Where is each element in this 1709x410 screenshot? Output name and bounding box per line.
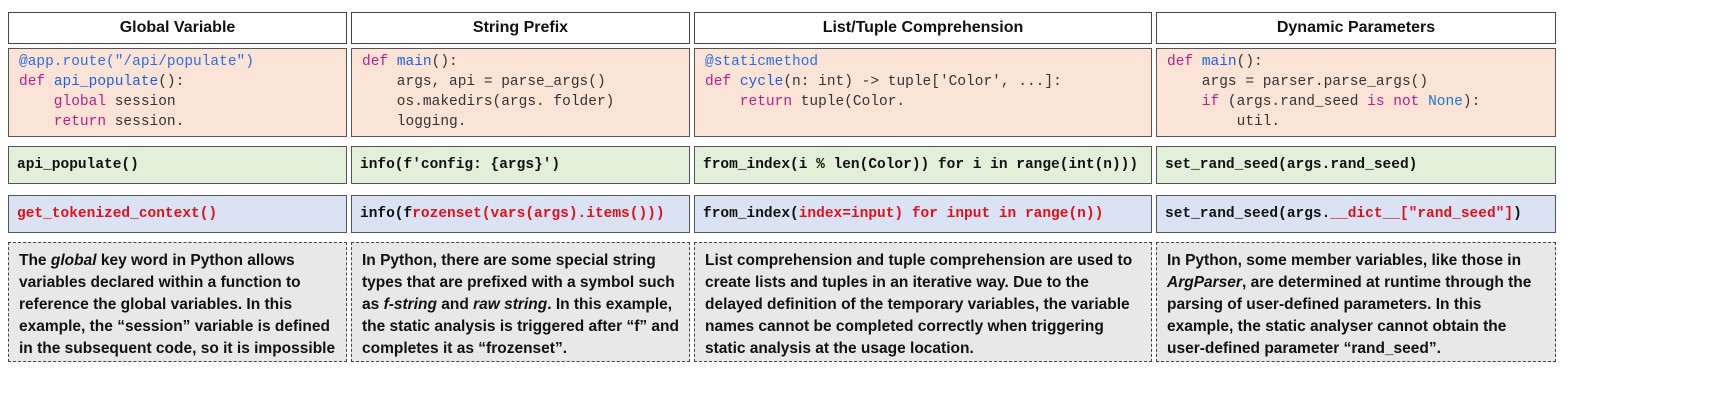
code-token: main: [396, 54, 432, 70]
emphasized-term: ArgParser: [1167, 274, 1242, 291]
column-dynamic-parameters: Dynamic Parameters def main(): args = pa…: [1156, 12, 1556, 362]
code-line: return session.: [19, 112, 336, 132]
code-token: return: [19, 114, 115, 130]
description-text: In Python, some member variables, like t…: [1167, 252, 1522, 269]
description: In Python, there are some special string…: [351, 242, 690, 362]
description: The global key word in Python allows var…: [8, 242, 347, 362]
code-token: os.makedirs(args. folder): [362, 94, 615, 110]
code-token: def: [1167, 54, 1202, 70]
code-token: args, api = parse_args(): [362, 74, 606, 90]
emphasized-term: raw string: [473, 296, 548, 313]
ground-truth-completion: set_rand_seed(args.rand_seed): [1156, 146, 1556, 184]
code-token: ():: [1236, 54, 1263, 70]
emphasized-term: f-string: [383, 296, 437, 313]
code-token: ):: [1462, 94, 1481, 110]
correct-token: ): [1513, 206, 1522, 222]
code-token: def: [362, 54, 397, 70]
column-header: String Prefix: [351, 12, 690, 44]
ground-truth-completion: api_populate(): [8, 146, 347, 184]
code-token: def: [705, 74, 740, 90]
code-line: args, api = parse_args(): [362, 72, 679, 92]
code-snippet: @staticmethod def cycle(n: int) -> tuple[…: [694, 48, 1152, 137]
predicted-completion: from_index(index=input) for input in ran…: [694, 195, 1152, 233]
code-token: global: [19, 94, 115, 110]
column-header: Global Variable: [8, 12, 347, 44]
code-token: ():: [158, 74, 185, 90]
emphasized-term: global: [50, 252, 97, 269]
wrong-token: rozenset(vars(args).items())): [412, 206, 665, 222]
code-line: def cycle(n: int) -> tuple['Color', ...]…: [705, 72, 1141, 92]
code-line: util.: [1167, 112, 1545, 132]
wrong-token: __dict__["rand_seed"]: [1330, 206, 1514, 222]
wrong-token: index=input) for input in range(n)): [798, 206, 1104, 222]
ground-truth-completion: info(f'config: {args}'): [351, 146, 690, 184]
description-text: key word in Python allows variables decl…: [19, 252, 336, 357]
description: List comprehension and tuple comprehensi…: [694, 242, 1152, 362]
code-line: if (args.rand_seed is not None):: [1167, 92, 1545, 112]
code-token: args = parser.parse_args(): [1167, 74, 1429, 90]
correct-token: from_index(: [703, 206, 799, 222]
code-line: return tuple(Color.: [705, 92, 1141, 112]
code-line: def main():: [1167, 52, 1545, 72]
predicted-completion: set_rand_seed(args.__dict__["rand_seed"]…: [1156, 195, 1556, 233]
code-line: @app.route("/api/populate"): [19, 52, 336, 72]
column-header: Dynamic Parameters: [1156, 12, 1556, 44]
code-line: logging.: [362, 112, 679, 132]
code-token: main: [1201, 54, 1237, 70]
code-snippet: @app.route("/api/populate") def api_popul…: [8, 48, 347, 137]
ground-truth-completion: from_index(i % len(Color)) for i in rang…: [694, 146, 1152, 184]
code-token: (n: int) -> tuple['Color', ...]:: [783, 74, 1062, 90]
code-line: args = parser.parse_args(): [1167, 72, 1545, 92]
code-token: api_populate: [53, 74, 159, 90]
column-string-prefix: String Prefix def main(): args, api = pa…: [351, 12, 690, 362]
column-list-tuple-comprehension: List/Tuple Comprehension @staticmethod de…: [694, 12, 1152, 362]
code-line: def api_populate():: [19, 72, 336, 92]
code-line: global session: [19, 92, 336, 112]
correct-token: info(f: [360, 206, 413, 222]
wrong-token: get_tokenized_context(): [17, 206, 218, 222]
column-global-variable: Global Variable @app.route("/api/populat…: [8, 12, 347, 362]
description-text: , are determined at runtime through the …: [1167, 274, 1532, 357]
code-token: return: [705, 94, 801, 110]
description: In Python, some member variables, like t…: [1156, 242, 1556, 362]
code-token: logging.: [362, 114, 467, 130]
code-token: tuple(Color.: [800, 94, 906, 110]
code-token: def: [19, 74, 54, 90]
code-token: @staticmethod: [705, 54, 819, 70]
code-snippet: def main(): args = parser.parse_args() i…: [1156, 48, 1556, 137]
code-token: @app.route("/api/populate"): [19, 54, 254, 70]
code-token: session: [114, 94, 176, 110]
code-token: ():: [431, 54, 458, 70]
code-token: util.: [1167, 114, 1281, 130]
description-text: . In this example, the static analysis i…: [362, 296, 679, 357]
description-text: and: [436, 296, 474, 313]
code-snippet: def main(): args, api = parse_args() os.…: [351, 48, 690, 137]
column-header: List/Tuple Comprehension: [694, 12, 1152, 44]
code-token: cycle: [739, 74, 784, 90]
code-line: os.makedirs(args. folder): [362, 92, 679, 112]
code-token: if: [1167, 94, 1228, 110]
predicted-completion: get_tokenized_context(): [8, 195, 347, 233]
description-text: The: [19, 252, 51, 269]
description-text: List comprehension and tuple comprehensi…: [705, 252, 1133, 357]
code-token: None: [1428, 94, 1463, 110]
code-line: def main():: [362, 52, 679, 72]
code-token: (args.rand_seed: [1227, 94, 1368, 110]
description-text: In Python, there are some special string…: [362, 252, 675, 313]
correct-token: set_rand_seed(args.: [1165, 206, 1331, 222]
code-line: @staticmethod: [705, 52, 1141, 72]
code-token: session.: [114, 114, 185, 130]
code-token: is not: [1367, 94, 1429, 110]
